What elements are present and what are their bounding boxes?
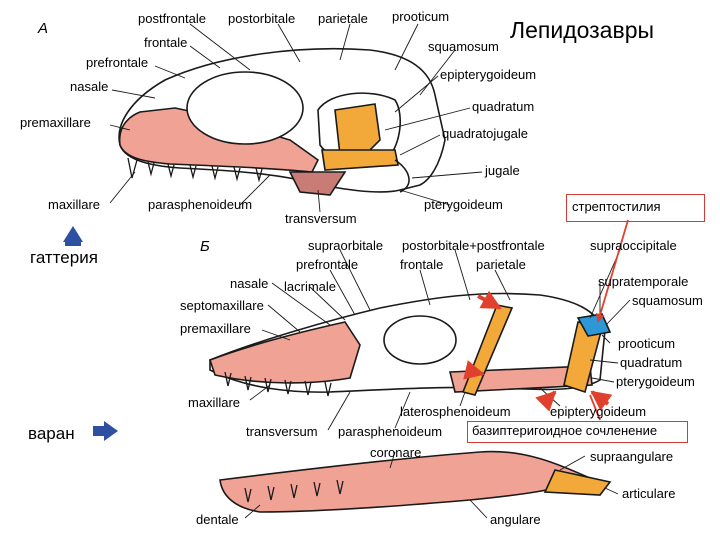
b-parietale: parietale [476,257,526,272]
b-parasphenoideum: parasphenoideum [338,424,443,439]
b-supratemporale: supratemporale [598,274,689,289]
annotation-arrows [463,219,629,421]
b-supraoccipitale: supraoccipitale [590,238,677,253]
a-maxillare: maxillare [48,197,101,212]
b-transversum: transversum [246,424,318,439]
basipterygoid-box [467,421,688,443]
b-coronare: coronare [370,445,422,460]
varanus-mandible [219,450,593,513]
orbit [186,71,304,145]
a-jugale: jugale [485,163,520,178]
arrow-right-icon [93,421,118,441]
b-maxillare: maxillare [188,395,241,410]
b-squamosum: squamosum [632,293,703,308]
b-prefrontale: prefrontale [296,257,359,272]
b-supraangulare: supraangulare [590,449,674,464]
a-quadratojugale: quadratojugale [442,126,529,141]
b-dentale: dentale [196,512,239,527]
a-postfrontale: postfrontale [138,11,206,26]
b-angulare: angulare [490,512,541,527]
b-premaxillare: premaxillare [180,321,251,336]
a-prefrontale: prefrontale [86,55,149,70]
a-epipterygoideum: epipterygoideum [440,67,537,82]
a-premaxillare: premaxillare [20,115,91,130]
panel-b-leaders [244,249,631,519]
a-parasphenoideum: parasphenoideum [148,197,253,212]
b-laterosphenoideum: laterosphenoideum [400,404,511,419]
b-postorbitale-postfrontale: postorbitale+postfrontale [402,238,545,253]
arrow-up-icon [63,226,83,246]
a-quadratum: quadratum [472,99,535,114]
b-supraorbitale: supraorbitale [308,238,384,253]
streptostyly-box [566,194,705,222]
varanus-skull [208,292,612,513]
panel-b-letter: Б [200,238,210,255]
streptostyly-label: стрептостилия [572,199,661,214]
a-transversum: transversum [285,211,357,226]
b-quadratum: quadratum [620,355,683,370]
a-squamosum: squamosum [428,39,499,54]
panel-a-leaders [109,23,483,213]
b-epipterygoideum: epipterygoideum [550,404,647,419]
a-frontale: frontale [144,35,188,50]
a-parietale: parietale [318,11,368,26]
a-prooticum: prooticum [392,9,450,24]
animal-varanus: варан [28,424,75,443]
a-postorbitale: postorbitale [228,11,296,26]
page-title: Лепидозавры [510,17,655,43]
sphenodon-skull [118,48,446,196]
b-frontale: frontale [400,257,444,272]
a-pterygoideum: pterygoideum [424,197,503,212]
a-nasale: nasale [70,79,109,94]
panel-a-letter: А [38,20,49,37]
b-pterygoideum: pterygoideum [616,374,695,389]
b-articulare: articulare [622,486,676,501]
varanus-maxilla [208,321,361,384]
basipterygoid-label: базиптеригоидное сочленение [472,423,658,438]
b-septomaxillare: septomaxillare [180,298,264,313]
animal-sphenodon: гаттерия [30,248,98,267]
b-prooticum: prooticum [618,336,676,351]
b-lacrimale: lacrimale [284,279,337,294]
b-nasale: nasale [230,276,269,291]
